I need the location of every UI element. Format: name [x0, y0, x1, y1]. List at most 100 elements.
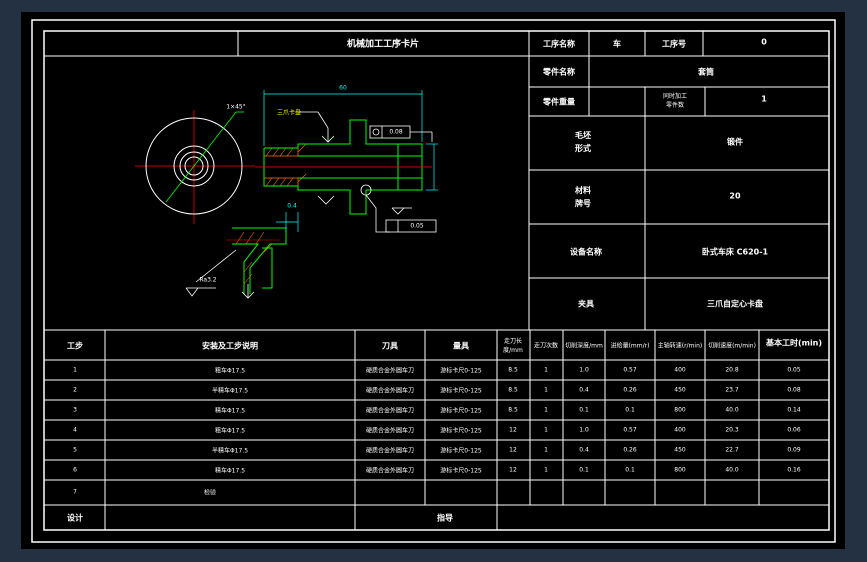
cell-passes: 1 — [544, 426, 548, 434]
process-name-value: 车 — [613, 39, 621, 49]
cell-tool: 硬质合金外圆车刀 — [365, 447, 415, 455]
cell-tool: 硬质合金外圆车刀 — [365, 427, 415, 435]
cell-cut-length: 8.5 — [508, 386, 518, 394]
cell-step: 6 — [73, 466, 77, 474]
cell-cut-length: 8.5 — [508, 406, 518, 414]
cell-basic-time: 0.05 — [787, 366, 801, 374]
part-name-value: 套筒 — [698, 67, 714, 77]
cell-description: 检验 — [203, 489, 217, 497]
cell-depth: 0.4 — [579, 446, 589, 454]
section-view — [255, 90, 438, 233]
cell-gauge: 游标卡尺0-125 — [440, 407, 482, 415]
cell-gauge: 游标卡尺0-125 — [440, 447, 482, 455]
cell-description: 半精车Φ17.5 — [211, 447, 249, 455]
cell-cutting-speed: 23.7 — [725, 386, 739, 394]
equipment-value: 卧式车床 C620-1 — [701, 247, 769, 257]
cell-basic-time: 0.08 — [787, 386, 801, 394]
cell-passes: 1 — [544, 366, 548, 374]
cell-spindle-speed: 450 — [674, 386, 686, 394]
cell-feed: 0.1 — [625, 466, 635, 474]
cell-step: 1 — [73, 366, 77, 374]
cell-cutting-speed: 40.0 — [725, 406, 739, 414]
cell-depth: 1.0 — [579, 366, 589, 374]
cell-depth: 0.1 — [579, 466, 589, 474]
cell-depth: 0.4 — [579, 386, 589, 394]
dim-runout: 0.08 — [389, 128, 403, 136]
cell-spindle-speed: 800 — [674, 406, 686, 414]
cell-step: 2 — [73, 386, 77, 394]
blank-value: 锻件 — [727, 137, 743, 147]
cell-gauge: 游标卡尺0-125 — [440, 367, 482, 375]
cell-cutting-speed: 22.7 — [725, 446, 739, 454]
note-chuck: 三爪卡盘 — [276, 109, 302, 117]
process-table-grid — [44, 330, 829, 530]
part-weight-label: 零件重量 — [543, 97, 575, 107]
header-spindle-speed: 主轴转速(r/min) — [657, 342, 703, 350]
fixture-label: 夹具 — [578, 299, 594, 309]
header-gauge: 量具 — [453, 341, 469, 351]
cell-feed: 0.26 — [623, 386, 637, 394]
cell-basic-time: 0.16 — [787, 466, 801, 474]
cell-tool: 硬质合金外圆车刀 — [365, 387, 415, 395]
parts-per-setup-value: 1 — [761, 94, 767, 104]
cell-spindle-speed: 800 — [674, 466, 686, 474]
cell-step: 3 — [73, 406, 77, 414]
process-name-label: 工序名称 — [543, 39, 575, 49]
header-basic-time: 基本工时(min) — [765, 338, 823, 348]
cell-step: 7 — [73, 488, 77, 496]
cell-passes: 1 — [544, 466, 548, 474]
header-feed: 进给量(mm/r) — [610, 342, 650, 350]
cell-step: 5 — [73, 446, 77, 454]
cell-cut-length: 12 — [509, 466, 517, 474]
detail-view — [185, 212, 299, 299]
dim-overall-length: 60 — [339, 84, 347, 92]
header-description: 安装及工步说明 — [202, 341, 258, 351]
process-no-value: 0 — [761, 37, 767, 47]
cell-gauge: 游标卡尺0-125 — [440, 387, 482, 395]
cell-spindle-speed: 400 — [674, 366, 686, 374]
footer-guide-label: 指导 — [437, 513, 453, 523]
blank-label: 毛坯 形式 — [575, 131, 591, 153]
header-depth: 切削深度/mm — [565, 342, 603, 350]
parts-per-setup-label: 同时加工 零件数 — [662, 93, 688, 109]
cell-description: 粗车Φ17.5 — [214, 367, 246, 375]
footer-design-label: 设计 — [67, 513, 83, 523]
cell-tool: 硬质合金外圆车刀 — [365, 407, 415, 415]
cell-cutting-speed: 20.8 — [725, 366, 739, 374]
cell-feed: 0.1 — [625, 406, 635, 414]
cell-feed: 0.26 — [623, 446, 637, 454]
material-value: 20 — [729, 191, 741, 201]
cell-tool: 硬质合金外圆车刀 — [365, 467, 415, 475]
process-no-label: 工序号 — [662, 39, 686, 49]
cell-step: 4 — [73, 426, 77, 434]
cell-depth: 1.0 — [579, 426, 589, 434]
cell-cut-length: 8.5 — [508, 366, 518, 374]
outer-frame — [31, 19, 836, 543]
cell-gauge: 游标卡尺0-125 — [440, 427, 482, 435]
cell-depth: 0.1 — [579, 406, 589, 414]
material-label: 材料 牌号 — [575, 186, 591, 208]
cell-basic-time: 0.06 — [787, 426, 801, 434]
cell-passes: 1 — [544, 386, 548, 394]
cell-description: 半精车Φ17.5 — [211, 387, 249, 395]
cell-spindle-speed: 400 — [674, 426, 686, 434]
cell-cut-length: 12 — [509, 426, 517, 434]
card-title: 机械加工工序卡片 — [346, 39, 420, 50]
end-view — [135, 110, 255, 224]
cell-cutting-speed: 20.3 — [725, 426, 739, 434]
dim-chamfer: 1×45° — [226, 103, 246, 111]
cell-basic-time: 0.09 — [787, 446, 801, 454]
header-cutting-speed: 切削速度(m/min) — [708, 342, 756, 350]
cell-description: 精车Φ17.5 — [214, 467, 246, 475]
cell-gauge: 游标卡尺0-125 — [440, 467, 482, 475]
dim-flatness: 0.05 — [410, 222, 424, 230]
cell-basic-time: 0.14 — [787, 406, 801, 414]
header-passes: 走刀次数 — [533, 342, 558, 350]
header-step: 工步 — [67, 341, 83, 351]
cell-passes: 1 — [544, 446, 548, 454]
cell-passes: 1 — [544, 406, 548, 414]
cell-cutting-speed: 40.0 — [725, 466, 739, 474]
cell-feed: 0.57 — [623, 366, 637, 374]
